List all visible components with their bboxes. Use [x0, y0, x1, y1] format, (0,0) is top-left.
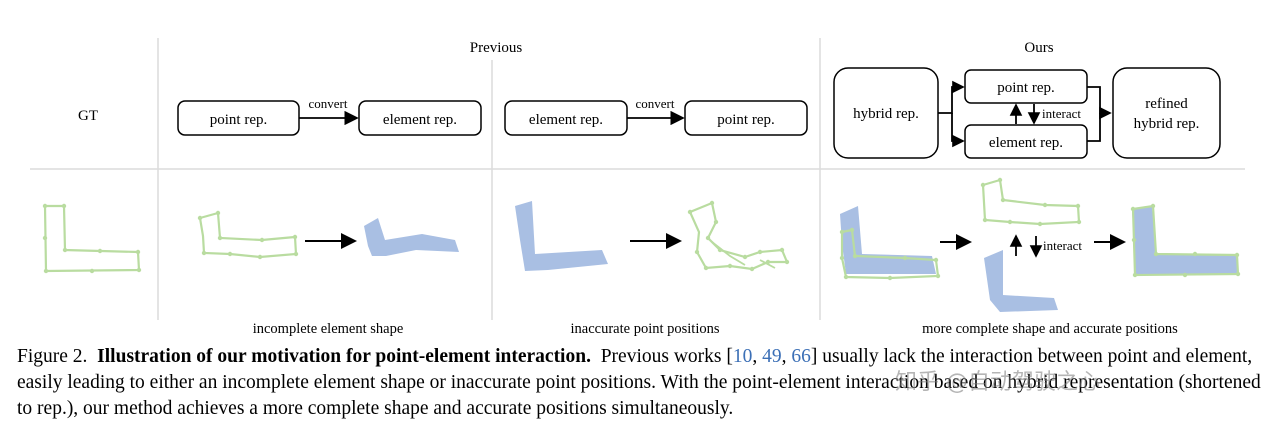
point-rep-label: point rep.: [997, 80, 1055, 96]
ours-diagram: hybrid rep. point rep. element rep. inte…: [833, 67, 1221, 159]
previous-b-points: [687, 200, 790, 272]
previous-header: Previous: [470, 40, 523, 56]
gt-header: GT: [78, 108, 98, 124]
caption-title: Illustration of our motivation for point…: [97, 346, 591, 367]
point-rep-box: [684, 100, 808, 136]
caption-label: Figure 2.: [17, 346, 88, 367]
point-rep-label: point rep.: [210, 112, 268, 128]
interact-label: interact: [1043, 238, 1082, 253]
citation-link[interactable]: 10: [732, 346, 753, 367]
convert-label: convert: [309, 96, 348, 111]
grid-lines: [30, 38, 1245, 320]
ours-points-middle: [980, 177, 1082, 227]
watermark: 知乎 @自动驾驶之心: [895, 370, 1100, 395]
ours-hybrid-input: [839, 206, 941, 281]
convert-label: convert: [636, 96, 675, 111]
ours-header: Ours: [1024, 40, 1053, 56]
sub-caption-previous-b: inaccurate point positions: [571, 321, 720, 337]
refined-label: refined: [1145, 96, 1188, 112]
element-rep-box: [358, 100, 482, 136]
previous-b-diagram: element rep. convert point rep.: [504, 96, 808, 136]
caption-separator: ,: [781, 346, 792, 367]
element-rep-label: element rep.: [383, 112, 457, 128]
hybrid-rep-label: hybrid rep.: [853, 106, 919, 122]
previous-b-element-shape: [515, 201, 608, 271]
caption-separator: ,: [752, 346, 763, 367]
element-rep-label: element rep.: [529, 112, 603, 128]
ours-element-middle: [984, 250, 1058, 312]
ours-refined-output: [1130, 203, 1241, 278]
point-rep-label: point rep.: [717, 112, 775, 128]
sub-caption-previous-a: incomplete element shape: [253, 321, 404, 337]
figure-canvas: GT Previous Ours point rep. convert elem…: [30, 38, 1245, 337]
sub-caption-ours: more complete shape and accurate positio…: [922, 321, 1178, 337]
refined-hybrid-rep-box: [1112, 67, 1221, 159]
gt-point-shape: [43, 204, 141, 273]
citation-link[interactable]: 49: [762, 346, 782, 367]
previous-a-diagram: point rep. convert element rep.: [177, 96, 482, 136]
caption-text-end: ] usually lack the interaction between p…: [17, 346, 1261, 419]
interact-label: interact: [1042, 106, 1081, 121]
citation-link[interactable]: 66: [791, 346, 811, 367]
previous-a-element-shape: [364, 218, 459, 256]
element-rep-label: element rep.: [989, 135, 1063, 151]
previous-a-points: [197, 210, 299, 260]
caption-text-start: Previous works [: [600, 346, 733, 367]
hybrid-rep-label: hybrid rep.: [1134, 116, 1200, 132]
figure-caption: Figure 2. Illustration of our motivation…: [17, 344, 1262, 422]
